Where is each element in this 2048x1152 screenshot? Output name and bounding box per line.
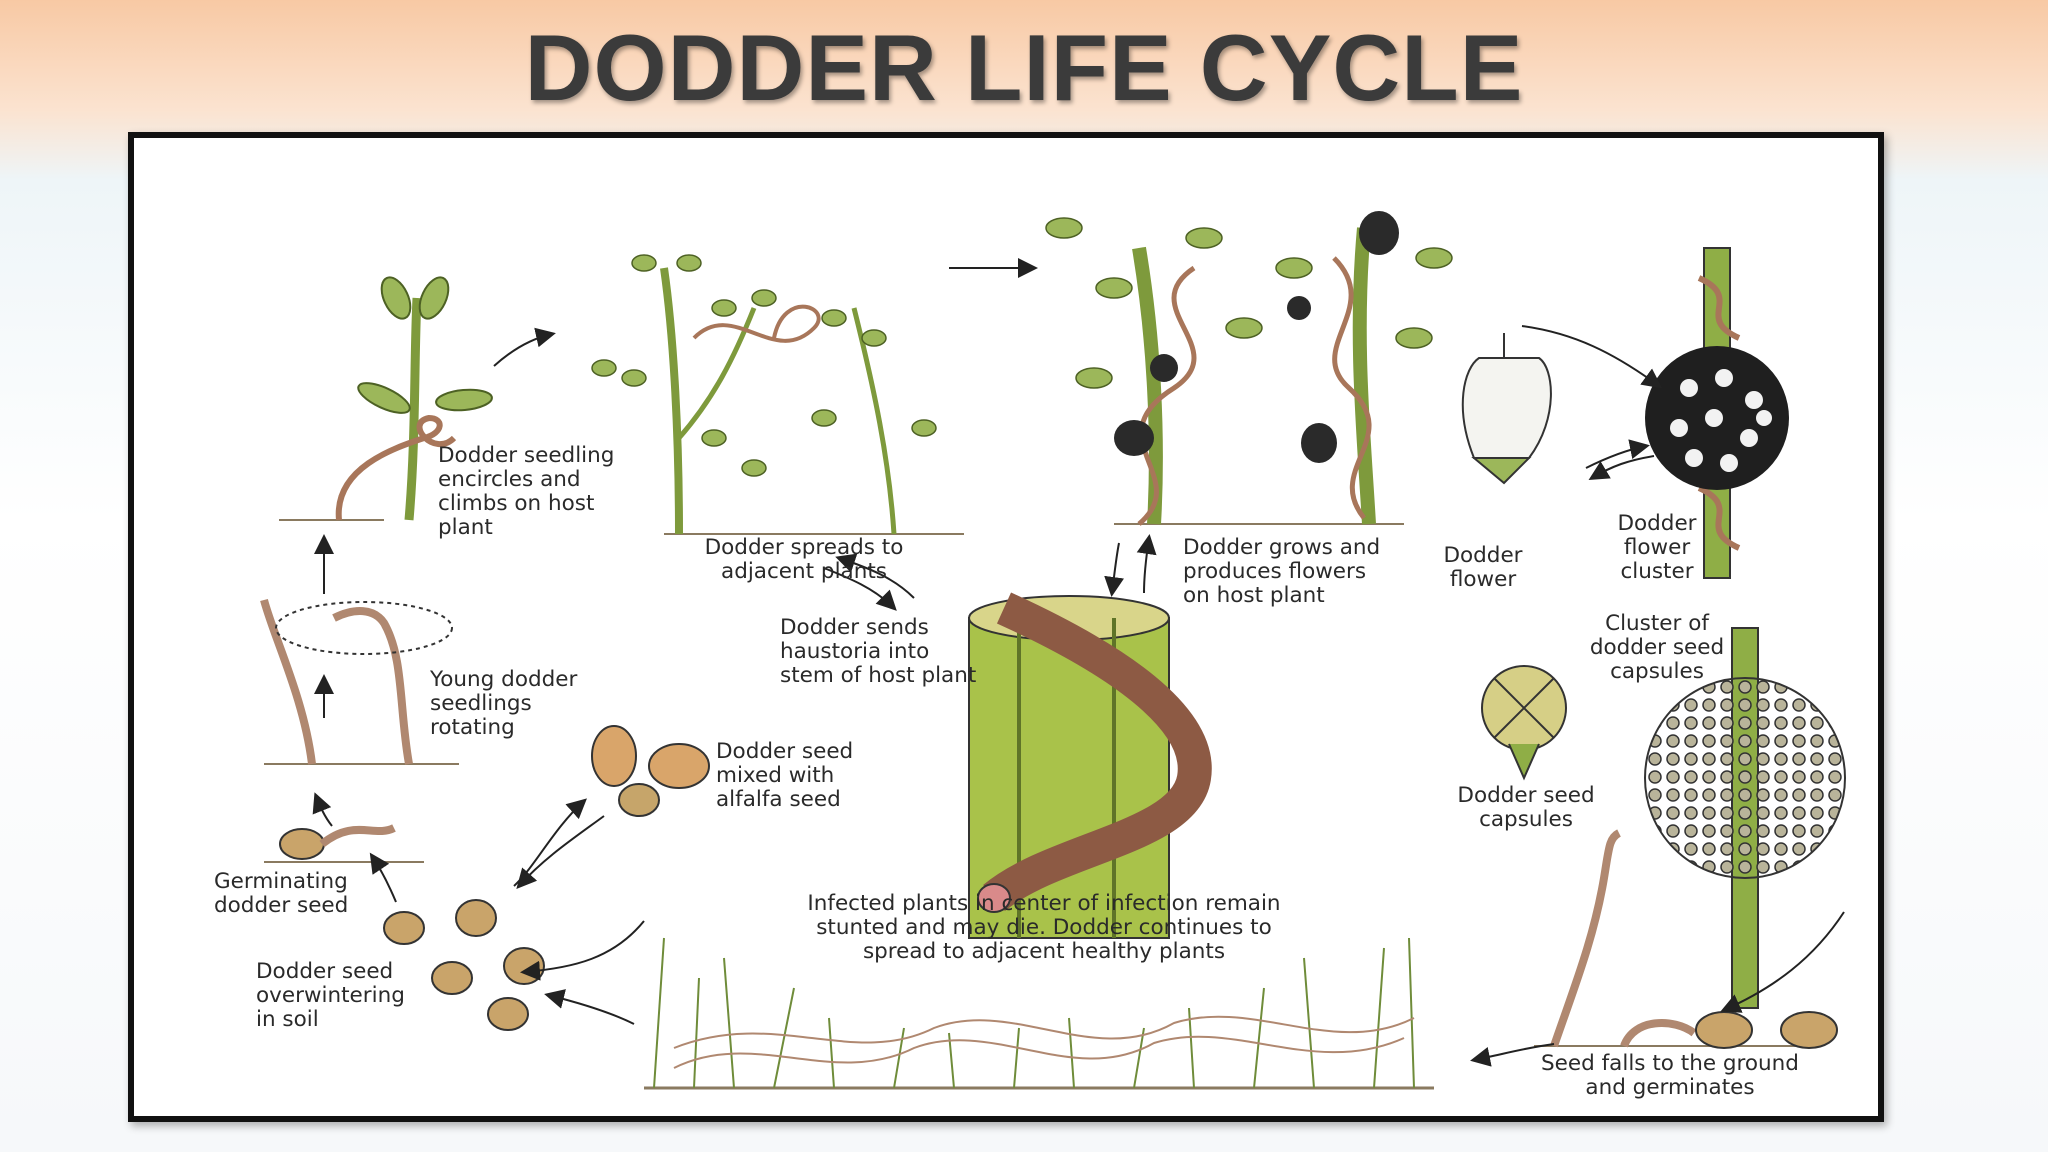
life-cycle-illustration [260,211,1846,1090]
infested-host-illustration [1045,211,1453,526]
seed-falls-illustration [1534,829,1838,1049]
cycle-arrows [312,258,1845,1067]
seed-capsules-illustration [1481,665,1567,781]
seedling-climbing-illustration [279,276,493,521]
label-seed-capsules: Dodder seed capsules [1457,783,1595,832]
germinating-seed-illustration [264,824,424,863]
label-spreads: Dodder spreads to adjacent plants [704,535,904,584]
overwintering-seeds-illustration [383,899,545,1031]
label-germinating: Germinating dodder seed [214,869,349,918]
label-dodder-flower: Dodder flower [1443,543,1523,592]
flower-cluster-illustration [1645,247,1789,579]
life-cycle-figure: Dodder seedling encircles and climbs on … [128,132,1884,1122]
young-seedlings-illustration [260,598,459,765]
label-haustoria: Dodder sends haustoria into stem of host… [780,615,977,688]
infected-field-illustration [644,937,1434,1090]
seed-alfalfa-illustration [591,725,710,817]
label-seed-alfalfa: Dodder seed mixed with alfalfa seed [716,739,854,812]
haustoria-stem-illustration [968,592,1212,939]
label-young-seedlings: Young dodder seedlings rotating [430,667,578,740]
label-overwintering: Dodder seed overwintering in soil [256,959,405,1032]
label-grows-flowers: Dodder grows and produces flowers on hos… [1183,535,1381,608]
label-seedling-climbs: Dodder seedling encircles and climbs on … [438,443,615,540]
spreading-plants-illustration [591,254,964,535]
label-capsule-cluster: Cluster of dodder seed capsules [1589,611,1725,684]
slide-title: DODDER LIFE CYCLE [524,15,1524,120]
label-infected: Infected plants in center of infection r… [807,891,1281,964]
label-flower-cluster: Dodder flower cluster [1617,511,1697,584]
dodder-flower-illustration [1461,333,1552,485]
label-seed-falls: Seed falls to the ground and germinates [1541,1051,1799,1100]
capsule-cluster-illustration [1644,627,1846,1009]
